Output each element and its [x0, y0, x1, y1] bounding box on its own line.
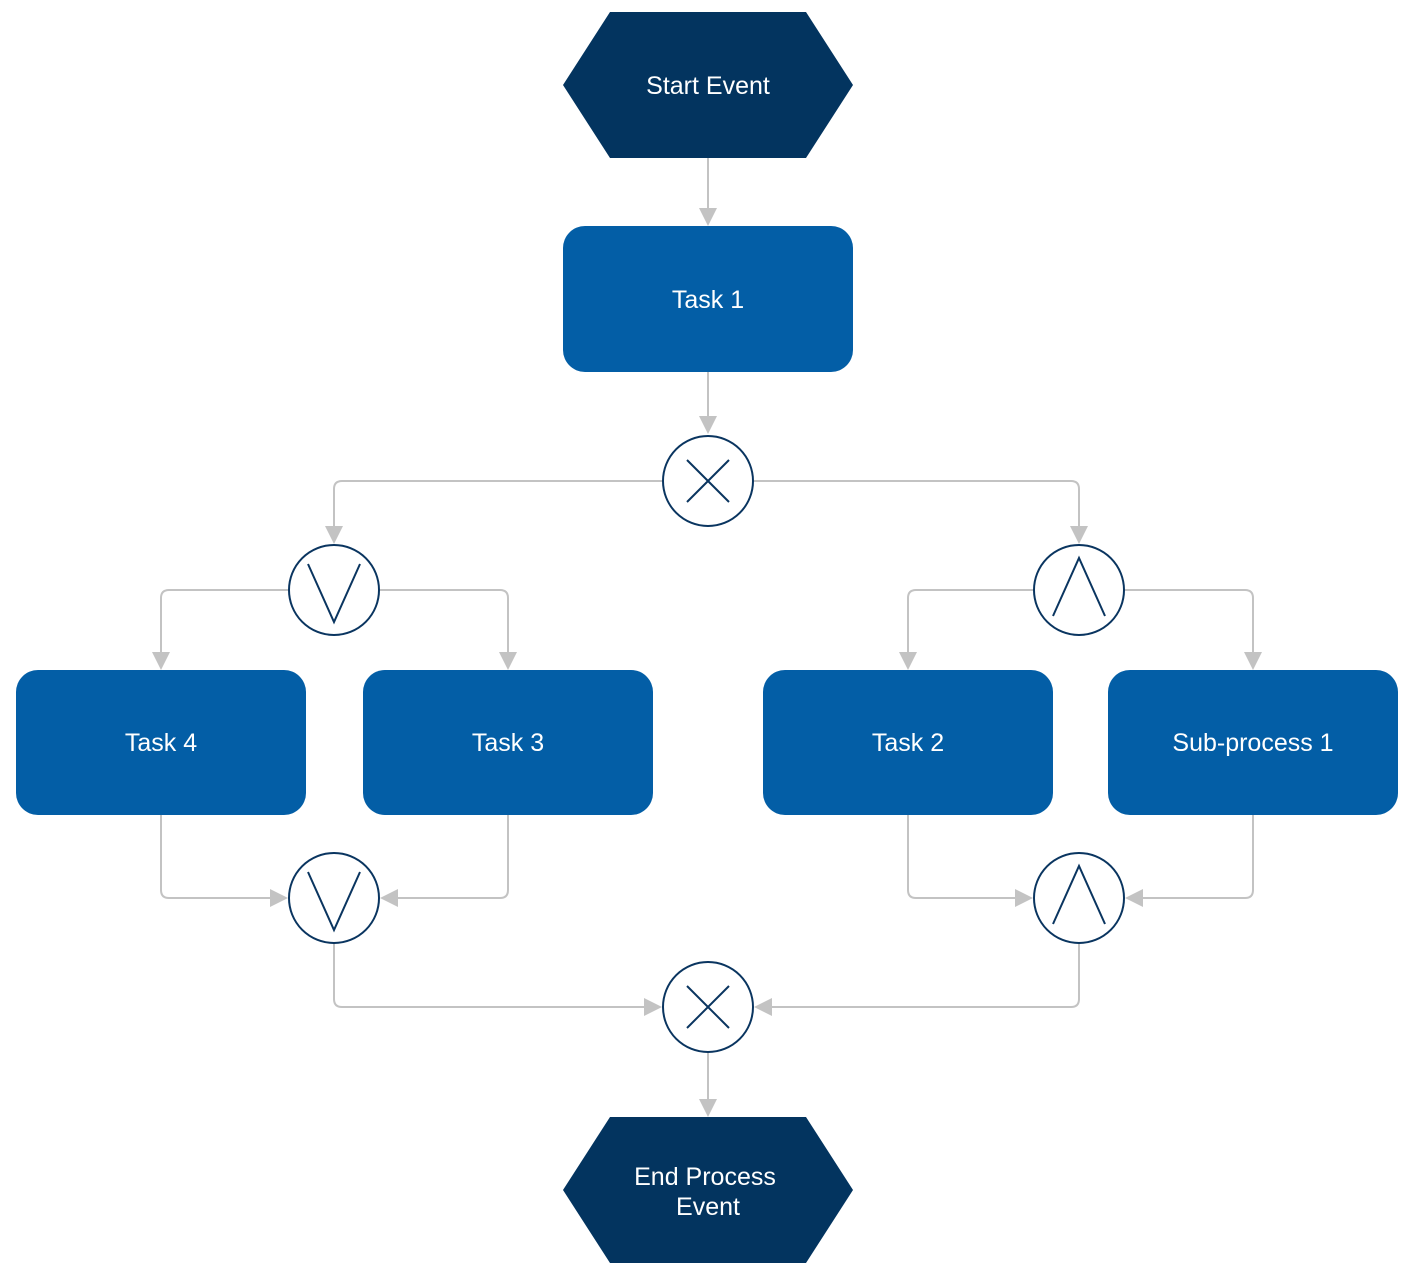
- task-1-shape: [563, 226, 853, 372]
- v-mark-icon: [307, 871, 361, 933]
- task-1[interactable]: Task 1: [563, 226, 853, 372]
- edge-task2-to-and-join: [907, 815, 1021, 899]
- start-event-shape: [563, 12, 853, 158]
- arrowhead: [1070, 526, 1088, 544]
- edge-or-join-to-xor-join: [333, 944, 650, 1008]
- arrowhead: [499, 652, 517, 670]
- task-4[interactable]: Task 4: [16, 670, 306, 815]
- arrowhead: [899, 652, 917, 670]
- arrowhead: [270, 889, 288, 907]
- connectors: [152, 158, 1262, 1117]
- edge-task4-to-or-join: [160, 815, 276, 899]
- arrowhead: [699, 1099, 717, 1117]
- arrowhead: [325, 526, 343, 544]
- edge-or-split-to-task4: [160, 589, 288, 658]
- x-mark-icon: [686, 459, 730, 503]
- xor-split-gateway[interactable]: [662, 435, 754, 527]
- end-event-label: End Process: [634, 1163, 776, 1191]
- arrowhead: [699, 208, 717, 226]
- caret-mark-icon: [1052, 555, 1106, 617]
- arrowhead: [380, 889, 398, 907]
- arrowhead: [1015, 889, 1033, 907]
- task-1-label: Task 1: [672, 286, 744, 314]
- task-3-shape: [363, 670, 653, 815]
- edge-subprocess1-to-and-join: [1137, 815, 1254, 899]
- end-event[interactable]: End Process Event: [563, 1117, 853, 1263]
- edge-and-split-to-task2: [907, 589, 1033, 658]
- task-3-label: Task 3: [472, 729, 544, 757]
- caret-mark-icon: [1052, 863, 1106, 925]
- task-2-shape: [763, 670, 1053, 815]
- edge-and-join-to-xor-join: [766, 944, 1080, 1008]
- arrowhead: [699, 416, 717, 434]
- edge-xor-split-to-or-split: [333, 480, 662, 532]
- xor-join-gateway[interactable]: [662, 961, 754, 1053]
- start-event-label: Start Event: [646, 72, 770, 100]
- subprocess-1-shape: [1108, 670, 1398, 815]
- gateway-circle: [1033, 852, 1125, 944]
- x-mark-icon: [686, 985, 730, 1029]
- end-event-label-line2: Event: [676, 1193, 740, 1221]
- gateway-circle: [288, 544, 380, 636]
- subprocess-1[interactable]: Sub-process 1: [1108, 670, 1398, 815]
- arrowhead: [754, 998, 772, 1016]
- arrowhead: [1125, 889, 1143, 907]
- or-join-gateway[interactable]: [288, 852, 380, 944]
- edge-task3-to-or-join: [392, 815, 509, 899]
- subprocess-1-label: Sub-process 1: [1172, 729, 1333, 757]
- edge-xor-split-to-and-split: [754, 480, 1080, 532]
- arrowhead: [644, 998, 662, 1016]
- gateway-circle: [1033, 544, 1125, 636]
- task-2[interactable]: Task 2: [763, 670, 1053, 815]
- arrowhead: [1244, 652, 1262, 670]
- gateway-circle: [288, 852, 380, 944]
- edge-or-split-to-task3: [380, 589, 509, 658]
- and-join-gateway[interactable]: [1033, 852, 1125, 944]
- start-event[interactable]: Start Event: [563, 12, 853, 158]
- and-split-gateway[interactable]: [1033, 544, 1125, 636]
- v-mark-icon: [307, 563, 361, 625]
- edge-and-split-to-subprocess1: [1125, 589, 1254, 658]
- or-split-gateway[interactable]: [288, 544, 380, 636]
- end-event-shape: [563, 1117, 853, 1263]
- arrowhead: [152, 652, 170, 670]
- task-2-label: Task 2: [872, 729, 944, 757]
- task-4-shape: [16, 670, 306, 815]
- task-4-label: Task 4: [125, 729, 197, 757]
- task-3[interactable]: Task 3: [363, 670, 653, 815]
